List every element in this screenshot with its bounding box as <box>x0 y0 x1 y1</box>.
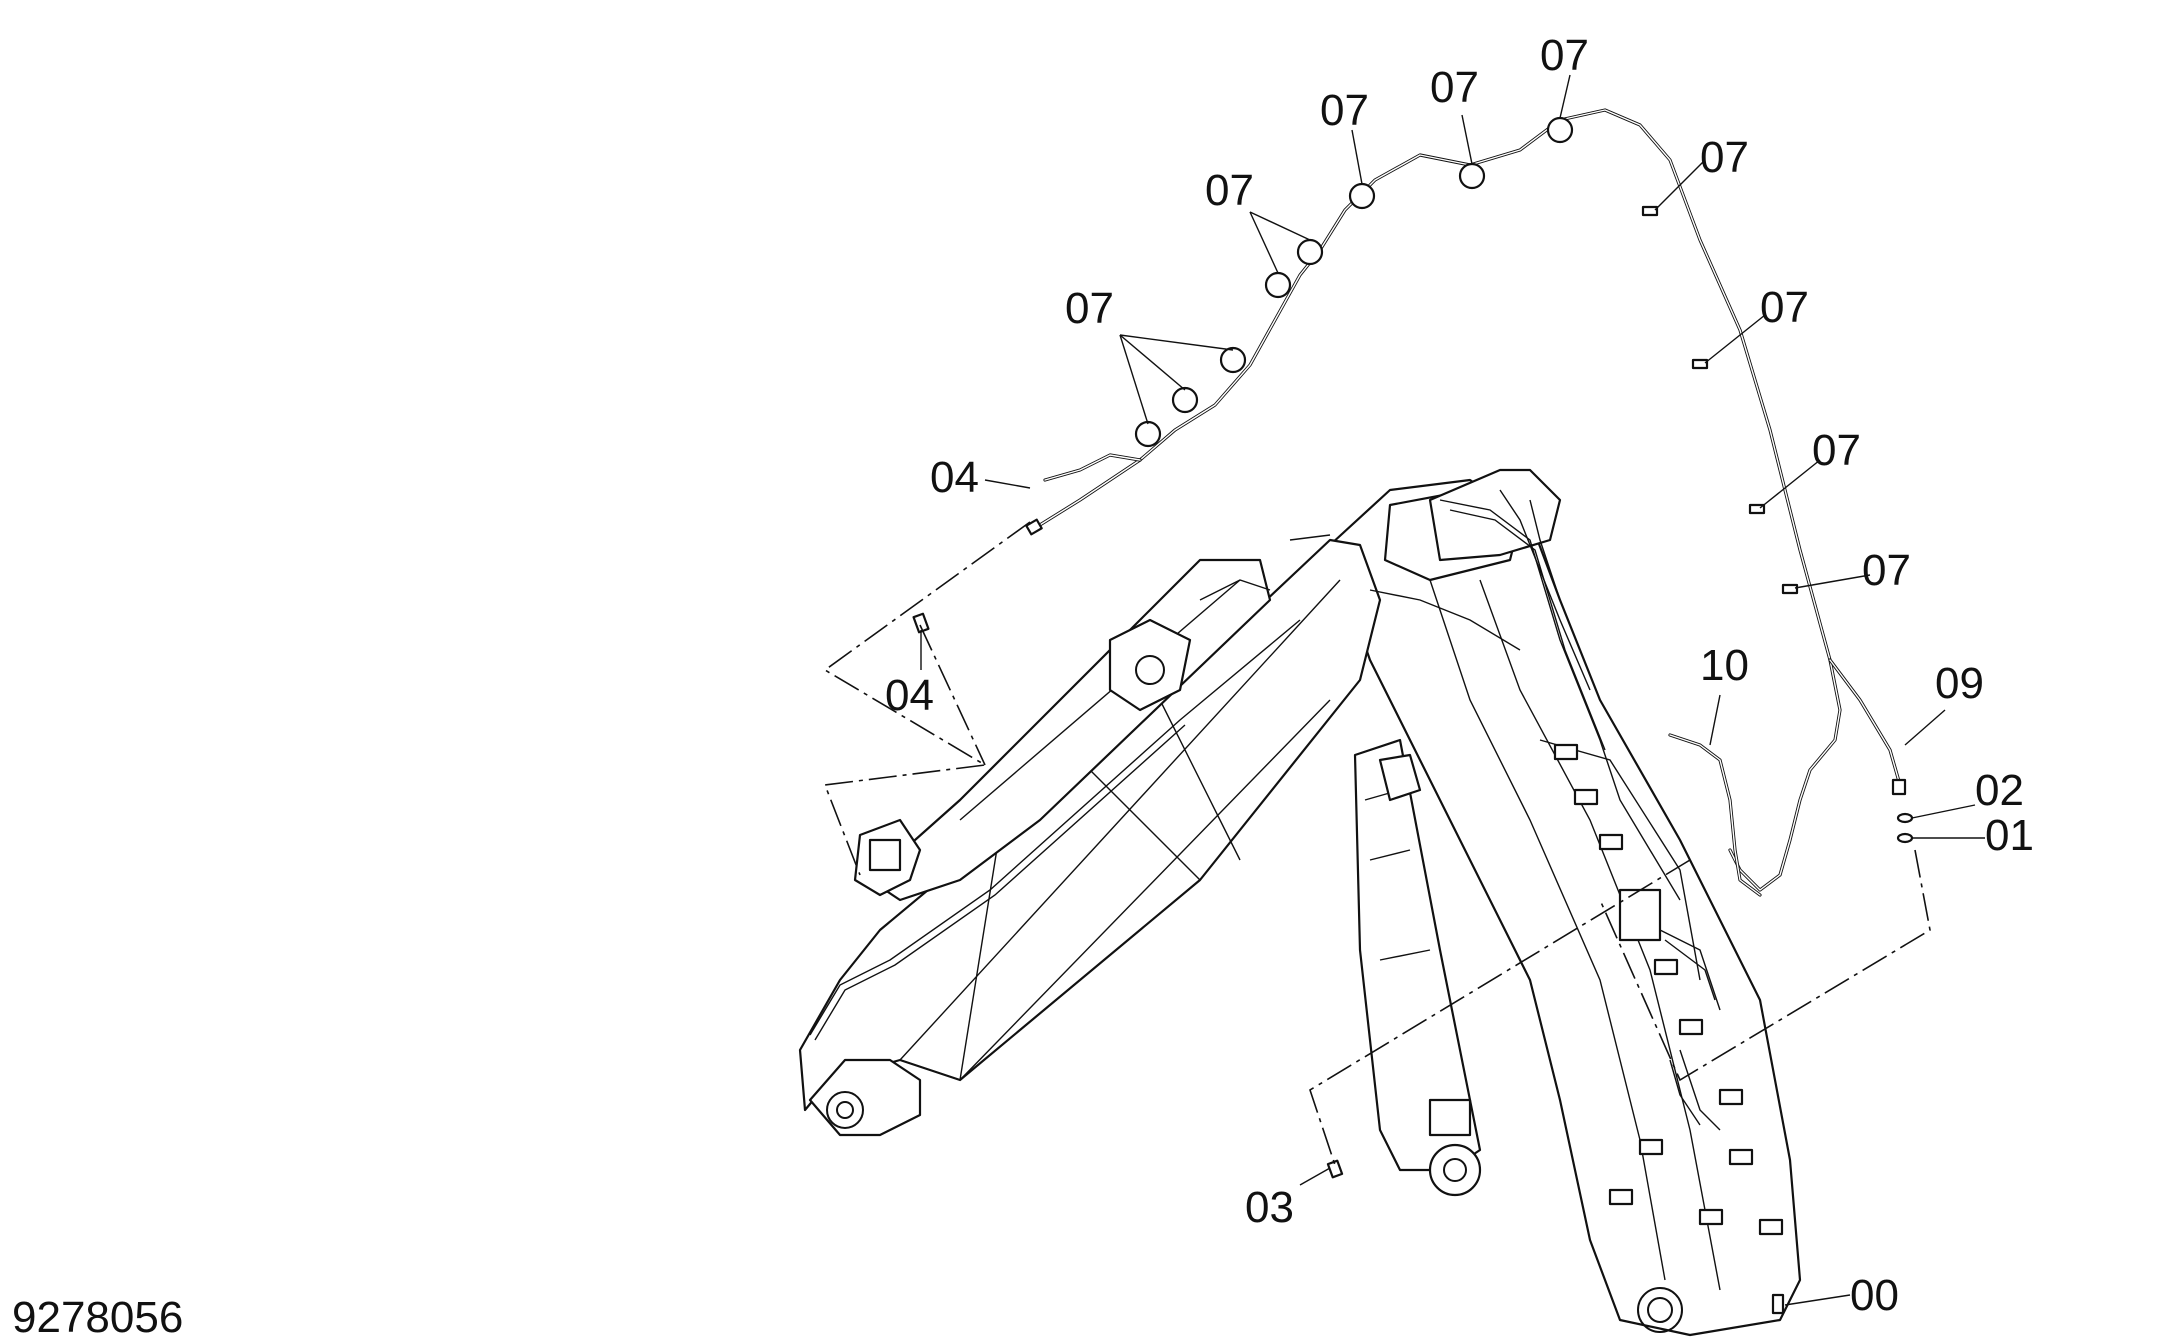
drawing-number: 9278056 <box>12 1293 183 1340</box>
arm <box>798 534 1382 1137</box>
callout-03: 03 <box>1245 1183 1294 1232</box>
leader-lines <box>920 74 1985 1306</box>
callout-07: 07 <box>1540 31 1589 80</box>
callout-07: 07 <box>1862 546 1911 595</box>
callout-10: 10 <box>1700 641 1749 690</box>
boom <box>1328 468 1802 1337</box>
boom-cylinder <box>1353 738 1482 1197</box>
assembly-lines <box>823 521 1931 1166</box>
callout-07: 07 <box>1320 86 1369 135</box>
small-parts <box>912 612 1914 1315</box>
callout-07: 07 <box>1065 284 1114 333</box>
callout-01: 01 <box>1985 811 2034 860</box>
boom-pipes <box>1369 489 1681 901</box>
callout-07: 07 <box>1205 166 1254 215</box>
callout-07: 07 <box>1430 63 1479 112</box>
callout-00: 00 <box>1850 1271 1899 1320</box>
hose-assembly <box>1025 108 1907 897</box>
callout-labels: 07 07 07 07 07 07 07 07 07 04 04 03 10 0… <box>885 31 2034 1320</box>
callout-04-lower: 04 <box>885 671 934 720</box>
callout-09: 09 <box>1935 659 1984 708</box>
callout-07: 07 <box>1760 283 1809 332</box>
callout-04-upper: 04 <box>930 453 979 502</box>
callout-07: 07 <box>1812 426 1861 475</box>
callout-07: 07 <box>1700 133 1749 182</box>
callout-02: 02 <box>1975 766 2024 815</box>
